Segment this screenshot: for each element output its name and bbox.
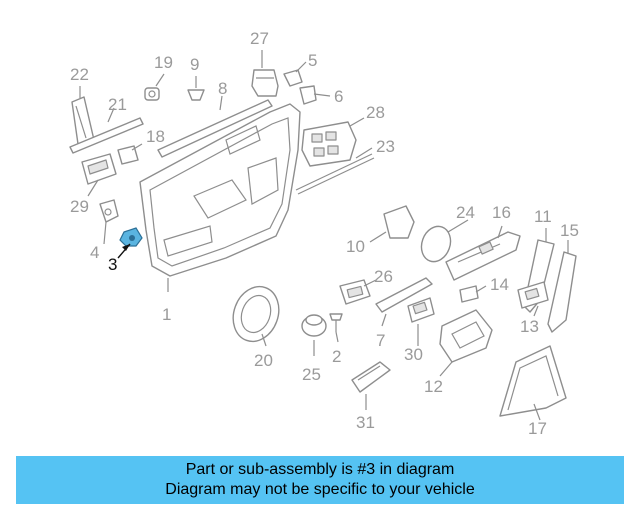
callout-8: 8	[218, 79, 227, 98]
callout-31: 31	[356, 413, 375, 432]
callout-21: 21	[108, 95, 127, 114]
leader-lines	[79, 50, 569, 421]
callout-4: 4	[90, 243, 99, 262]
callout-10: 10	[346, 237, 365, 256]
callout-30: 30	[404, 345, 423, 364]
callout-23: 23	[376, 137, 395, 156]
callout-7: 7	[376, 331, 385, 350]
part-15	[547, 251, 577, 333]
part-10	[383, 205, 415, 239]
banner-line-disclaimer: Diagram may not be specific to your vehi…	[165, 481, 475, 498]
banner-line-part-number: Part or sub-assembly is #3 in diagram	[185, 461, 455, 478]
callout-13: 13	[520, 317, 539, 336]
callout-3-highlighted: 3	[108, 255, 117, 274]
callout-22: 22	[70, 65, 89, 84]
callout-29: 29	[70, 197, 89, 216]
part-26	[339, 279, 371, 305]
callout-17: 17	[528, 419, 547, 438]
part-23	[295, 153, 375, 195]
callout-11: 11	[534, 207, 552, 226]
part-22	[71, 96, 95, 145]
part-5	[283, 69, 303, 87]
callout-27: 27	[250, 29, 269, 48]
callout-16: 16	[492, 203, 511, 222]
part-4	[99, 199, 119, 223]
part-29	[81, 153, 117, 185]
callout-26: 26	[374, 267, 393, 286]
callout-28: 28	[366, 103, 385, 122]
part-30	[407, 297, 435, 323]
part-6	[299, 85, 317, 105]
part-27	[251, 69, 279, 97]
part-21	[69, 117, 144, 154]
callout-24: 24	[456, 203, 475, 222]
parts-diagram: 22 19 9 27 5 8 6 21 18 28 23 29 24 16 11…	[69, 29, 579, 438]
part-20	[232, 285, 280, 343]
part-31	[351, 361, 391, 393]
callout-18: 18	[146, 127, 165, 146]
part-8	[157, 99, 273, 158]
callout-1: 1	[162, 305, 171, 324]
part-25	[301, 314, 327, 337]
part-18	[117, 145, 139, 165]
part-14	[459, 285, 479, 303]
part-24	[420, 225, 452, 263]
part-2	[329, 313, 343, 332]
callout-12: 12	[424, 377, 443, 396]
info-banner: Part or sub-assembly is #3 in diagram Di…	[16, 456, 624, 504]
callout-20: 20	[254, 351, 273, 370]
callout-5: 5	[308, 51, 317, 70]
callout-6: 6	[334, 87, 343, 106]
part-3-highlighted	[119, 227, 143, 247]
part-1-door-panel	[139, 103, 301, 277]
callout-25: 25	[302, 365, 321, 384]
leader-3-highlighted	[117, 243, 131, 259]
callout-2: 2	[332, 347, 341, 366]
callout-15: 15	[560, 221, 579, 240]
part-7	[375, 277, 433, 313]
part-19	[144, 87, 160, 101]
callout-14: 14	[490, 275, 509, 294]
part-12	[439, 309, 493, 363]
callout-19: 19	[154, 53, 173, 72]
callout-9: 9	[190, 55, 199, 74]
part-13	[517, 281, 549, 309]
part-17	[499, 345, 567, 417]
part-28	[301, 121, 357, 167]
part-16	[445, 231, 521, 281]
part-9	[187, 89, 205, 101]
